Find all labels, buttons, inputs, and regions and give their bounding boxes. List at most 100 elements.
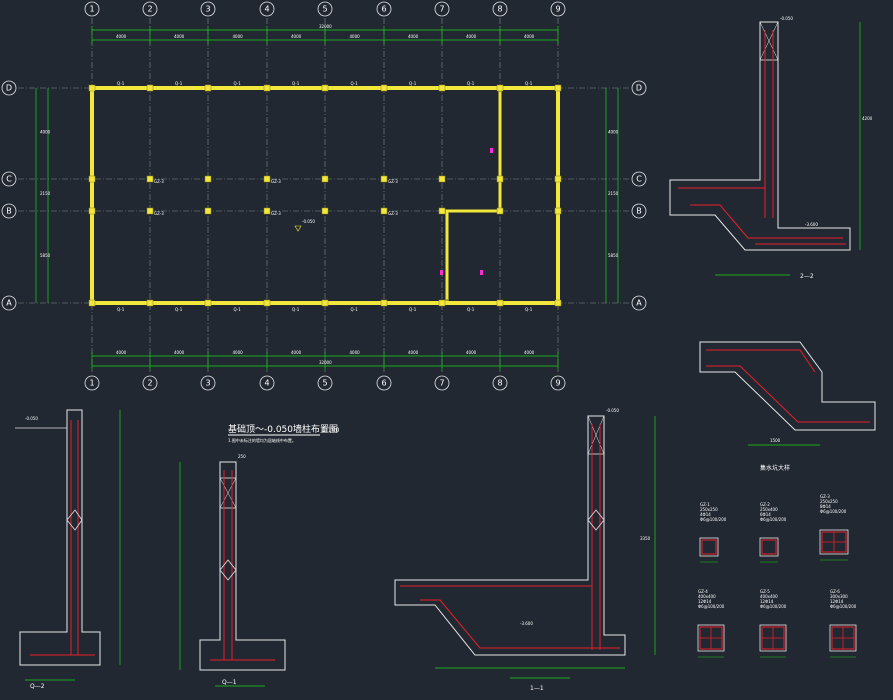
row-dim-right: 5850 [608,253,619,258]
wall-tag: Q-1 [175,81,183,86]
column-marker [88,175,96,183]
column-marker [146,175,154,183]
axis-label-x: 4 [264,5,269,14]
column-marker [321,175,329,183]
axis-label-x: 4 [264,379,269,388]
wall-tag: Q-1 [117,81,125,86]
column-marker [146,207,154,215]
section-q-2-label: Q—2 [30,683,45,690]
axis-label-y: C [6,175,12,184]
column-schedule-size: 400x400 [698,594,716,599]
column-marker [438,175,446,183]
axis-label-y: A [6,299,12,308]
axis-label-x: 9 [555,379,560,388]
bay-dim-bottom: 4000 [524,350,535,355]
section-cut-mark [440,270,443,275]
column-tag: GZ-3 [271,179,281,184]
axis-label-x: 7 [439,379,444,388]
section-2-2-label: 2—2 [800,273,814,280]
axis-label-x: 3 [205,379,210,388]
column-schedule-size: 250x250 [700,507,718,512]
axis-bubble-y [631,295,647,311]
axis-label-x: 6 [381,379,386,388]
axis-bubble-x [142,375,158,391]
section-cut-mark [480,270,483,275]
section-1-1-elev-bottom: -3.600 [520,621,533,626]
section-cut-mark [490,148,493,153]
axis-bubble-y [631,80,647,96]
section-2-2-elev-bottom: -3.600 [805,222,818,227]
bay-dim-bottom: 4000 [233,350,244,355]
column-marker [204,175,212,183]
plan-dimension-lines: 4000400040004000400040004000400040004000… [35,24,619,370]
section-1-1: 1—1 -0.050 -3.600 3350 [394,408,656,692]
column-schedule-label: GZ-1 [700,502,710,507]
bay-dim-top: 4000 [466,34,477,39]
column-schedule-bars: 8Φ14 [820,504,831,509]
column-schedule-bars: 12Φ14 [760,599,774,604]
column-schedule-bars: 4Φ14 [700,512,711,517]
wall-tag: Q-1 [351,81,359,86]
section-1-1-label: 1—1 [530,685,544,692]
bay-dim-top: 4000 [408,34,419,39]
axis-label-y: A [636,299,642,308]
axis-bubble-x [142,1,158,17]
column-schedule-stirrup: Φ6@100/200 [760,517,787,522]
axis-bubble-x [492,375,508,391]
column-marker [496,175,504,183]
column-section-outline [697,624,725,652]
wall-tag: Q-1 [292,81,300,86]
column-tag: GZ-3 [271,211,281,216]
wall-tag: Q-1 [234,81,242,86]
column-schedule-label: GZ-3 [820,494,830,499]
wall-tag: Q-1 [117,307,125,312]
column-marker [88,299,96,307]
column-section-outline [759,624,787,652]
axis-bubble-y [631,171,647,187]
axis-label-x: 9 [555,5,560,14]
axis-label-x: 6 [381,5,386,14]
axis-label-x: 7 [439,5,444,14]
column-tag: GZ-3 [154,179,164,184]
bay-dim-bottom: 4000 [116,350,127,355]
column-marker [380,299,388,307]
axis-label-y: B [636,207,642,216]
section-1-1-elev: -0.050 [606,408,619,413]
column-schedule-size: 250x400 [760,507,778,512]
column-marker [263,175,271,183]
axis-bubble-x [84,1,100,17]
elevation-text: -0.050 [302,219,315,224]
axis-label-x: 8 [497,379,502,388]
wall-tag: Q-1 [467,307,475,312]
wall-tag: Q-1 [234,307,242,312]
column-marker [88,207,96,215]
axis-label-x: 3 [205,5,210,14]
axis-bubble-y [1,295,17,311]
axis-bubble-x [200,375,216,391]
column-marker [554,84,562,92]
wall-tag: Q-1 [292,307,300,312]
column-section-stirrup [701,539,717,555]
axis-bubble-x [376,375,392,391]
column-section-stirrup [761,539,777,555]
section-q-1-label: Q—1 [222,679,237,686]
column-marker [321,84,329,92]
axis-label-x: 1 [89,379,94,388]
column-section-outline [819,529,849,555]
axis-bubble-x [550,375,566,391]
column-schedule-bars: 6Φ14 [760,512,771,517]
column-schedule-stirrup: Φ6@100/200 [820,509,847,514]
column-marker [380,207,388,215]
axis-label-x: 2 [147,379,152,388]
axis-label-x: 5 [322,5,327,14]
axis-bubble-x [434,1,450,17]
section-q-1-dim: 250 [238,454,246,459]
column-marker [204,299,212,307]
bay-dim-top: 4000 [524,34,535,39]
axis-label-y: C [636,175,642,184]
axis-bubble-x [492,1,508,17]
axis-bubble-x [84,375,100,391]
column-marker [204,84,212,92]
